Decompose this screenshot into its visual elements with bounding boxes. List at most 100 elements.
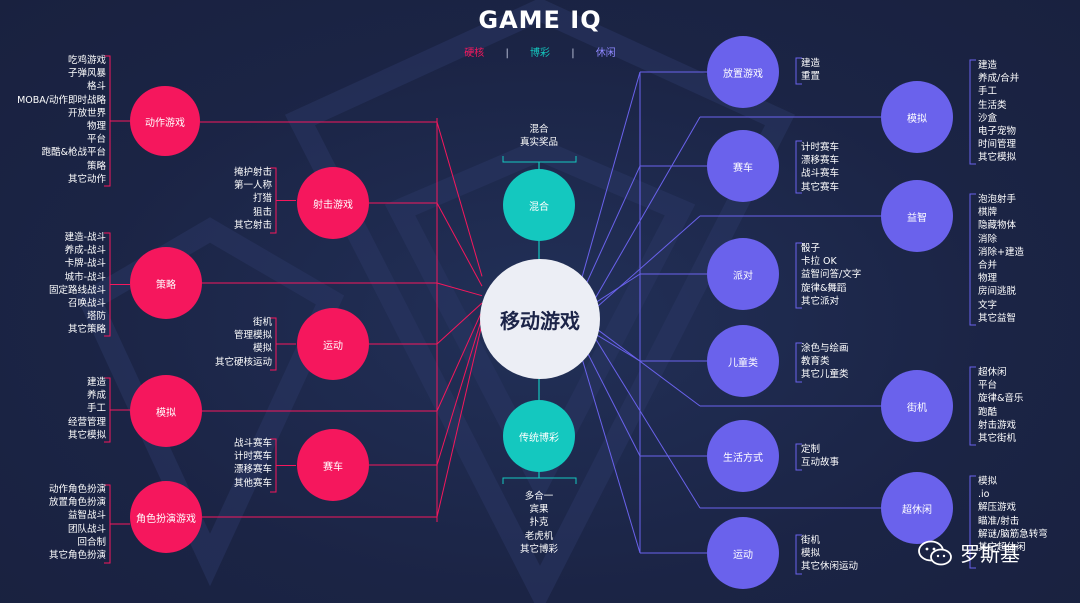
list-item: 跑酷&枪战平台 [41,147,106,159]
list-item: 解谜/脑筋急转弯 [978,528,1048,540]
list-item: 棋牌 [978,207,998,219]
list-item: 文字 [978,299,998,311]
list-item: 养成/合并 [978,73,1020,85]
list-arcade: 超休闲平台旋律&音乐跑酷射击游戏其它街机 [978,366,1023,445]
node-racing-hardcore: 赛车 [297,429,369,501]
list-item: 养成 [86,390,106,402]
list-item: 团队战斗 [67,523,106,535]
list-item: 养成-战斗 [64,245,106,257]
list-item: 骰子 [801,243,821,254]
list-item: 老虎机 [524,530,554,542]
list-item: 射击游戏 [978,419,1017,431]
node-strategy: 策略 [130,247,202,319]
list-item: 其它儿童类 [801,369,849,381]
connector-line [969,366,976,446]
list-item: 跑酷 [978,406,998,418]
list-item: 战斗赛车 [801,168,840,180]
connector-line [594,337,701,509]
legend-gambling: 博彩 [530,48,550,59]
list-item: 重置 [801,71,821,83]
list-item: 其它角色扮演 [48,549,106,561]
list-item: 多合一 [524,491,554,502]
connector-line [795,57,802,85]
connector-line [436,282,483,297]
list-item: 模拟 [978,476,998,487]
list-item: 平台 [86,134,106,146]
list-item: 管理模拟 [233,330,272,342]
list-traditional: 多合一宾果扑克老虎机其它博彩 [500,490,578,556]
list-item: 第一人称 [233,180,272,192]
list-item: 战斗赛车 [233,438,272,449]
node-sports-casual: 运动 [707,517,779,589]
list-item: 旋律&舞蹈 [801,282,847,294]
list-item: 合并 [978,259,998,271]
list-item: 超休闲 [978,367,1007,378]
watermark-text: 罗斯基 [960,542,1020,566]
list-item: 其它动作 [67,173,106,185]
list-item: 卡拉 OK [801,256,837,268]
list-item: 益智战斗 [67,510,106,522]
list-item: 其它射击 [233,219,272,231]
node-sim-casual: 模拟 [881,81,953,153]
node-shooter: 射击游戏 [297,167,369,239]
list-item: 其它益智 [978,312,1017,324]
connector-line [969,193,976,326]
list-item: 其它赛车 [801,181,840,193]
connector-line [436,317,483,466]
list-item: 经营管理 [67,416,106,428]
list-item: 街机 [801,535,821,546]
connector-line [436,121,483,277]
list-item: 互动故事 [801,457,840,469]
list-strategy: 建造-战斗养成-战斗卡牌-战斗城市-战斗固定路线战斗召唤战斗塔防其它策略 [49,231,106,337]
connector-line [594,116,701,300]
connector-line [579,351,641,554]
list-item: 益智问答/文字 [801,269,862,281]
list-item: 计时赛车 [801,142,840,153]
list-item: 回合制 [77,536,106,548]
list-item: 模拟 [252,343,272,355]
list-item: 其它休闲运动 [801,561,859,573]
connector-line [795,342,802,383]
list-racing-hardcore: 战斗赛车计时赛车漂移赛车其他赛车 [234,437,272,490]
list-item: 消除 [978,233,998,245]
connector-line [594,215,701,310]
watermark: 罗斯基 [918,538,1020,567]
connector-line [436,202,483,287]
node-rpg: 角色扮演游戏 [130,481,202,553]
node-mixed: 混合 [503,169,575,241]
list-item: 定制 [801,444,821,455]
node-action: 动作游戏 [130,86,200,156]
list-item: 消除+建造 [978,246,1024,258]
list-item: 计时赛车 [233,451,272,463]
list-mixed: 混合真实奖品 [500,123,578,149]
list-item: 狙击 [252,206,272,218]
list-item: 其它街机 [978,432,1017,444]
list-item: 其它策略 [67,324,106,336]
node-lifestyle: 生活方式 [707,420,779,492]
list-item: 解压游戏 [978,502,1017,514]
list-item: 平台 [978,380,998,392]
list-item: 漂移赛车 [233,464,272,476]
list-item: 宾果 [529,504,549,516]
list-item: 沙盒 [978,112,998,124]
list-item: 漂移赛车 [801,155,840,167]
list-rpg: 动作角色扮演放置角色扮演益智战斗团队战斗回合制其它角色扮演 [49,483,106,562]
list-item: 子弹风暴 [67,68,106,80]
list-item: 建造 [801,58,821,69]
connector-line [795,443,802,471]
list-item: MOBA/动作即时战略 [17,94,106,106]
list-item: 建造 [86,377,106,388]
list-item: 瞄准/射击 [978,515,1020,527]
legend: 硬核 | 博彩 | 休闲 [464,48,616,59]
node-kids: 儿童类 [707,325,779,397]
list-sports-casual: 街机模拟其它休闲运动 [801,534,858,574]
list-item: 其它硬核运动 [214,356,272,368]
list-item: 涂色与绘画 [801,343,849,354]
node-hypercasual: 超休闲 [881,472,953,544]
list-lifestyle: 定制互动故事 [801,443,839,469]
list-item: 房间逃脱 [978,286,1017,298]
list-item: 教育类 [801,356,830,368]
